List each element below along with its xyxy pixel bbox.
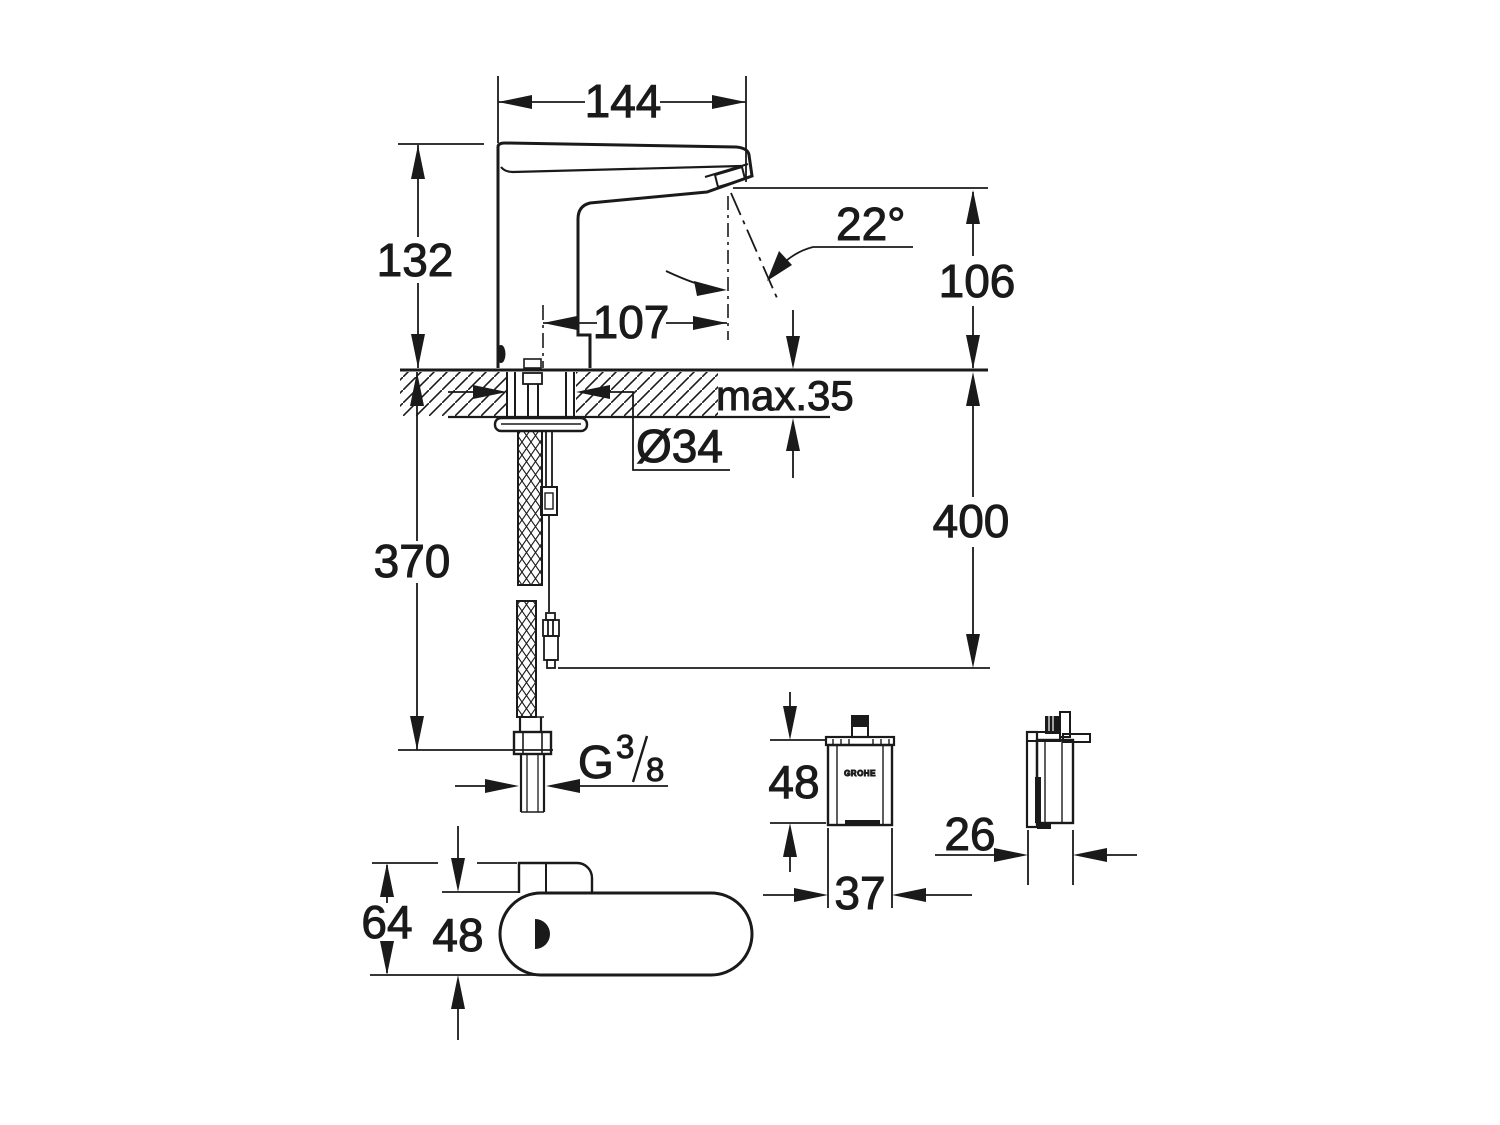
- dim-label-dia34: Ø34: [636, 420, 723, 472]
- angle-leader: [771, 246, 913, 277]
- supply-hose-and-cable: [512, 430, 560, 813]
- dim-label-37: 37: [834, 867, 885, 919]
- side-box-body: [1035, 738, 1075, 825]
- faucet-top-view: [498, 861, 754, 977]
- spray-angle-annotation: 22°: [665, 192, 913, 340]
- braided-hose-lower: [516, 600, 537, 718]
- dim-thread: G 3 8: [455, 728, 668, 793]
- mounting-shank: [506, 372, 575, 417]
- dim-label-107: 107: [593, 296, 670, 348]
- box-lid: [824, 735, 896, 747]
- dim-label-370: 370: [374, 535, 451, 587]
- dim-cable-length: 400: [558, 372, 1010, 669]
- thread-letter: G: [578, 736, 614, 788]
- angle-leader-arrow: [767, 251, 792, 281]
- dim-hose-length: 370: [373, 372, 553, 751]
- dim-box-height: 48: [768, 692, 826, 872]
- g38-connector: [512, 716, 553, 813]
- angle-arc-arrow: [694, 281, 727, 296]
- dim-label-48-box: 48: [768, 756, 819, 808]
- faucet-side-view: [496, 141, 754, 369]
- dim-label-22deg: 22°: [836, 198, 906, 250]
- dim-spout-reach: 144: [497, 75, 747, 182]
- sensor-cable: [540, 431, 558, 612]
- sensor-window: [496, 345, 506, 363]
- dim-outlet-height: 106: [733, 187, 1016, 369]
- control-box-front-view: GROHE: [824, 715, 896, 827]
- faucet-top-edge-line: [500, 164, 742, 174]
- control-box-side-view: [1025, 711, 1091, 829]
- dim-label-max35: max.35: [716, 372, 854, 419]
- dim-label-400: 400: [933, 495, 1010, 547]
- base-detail: [523, 358, 542, 369]
- faucet-outline: [496, 141, 754, 368]
- dim-label-132: 132: [377, 234, 454, 286]
- thread-numerator: 3: [616, 728, 634, 765]
- dim-label-26: 26: [944, 808, 995, 860]
- top-view-sensor: [535, 919, 550, 949]
- dim-deck-thickness: max.35: [716, 310, 854, 478]
- dim-top-view-width: 48: [432, 826, 520, 1040]
- dim-projection: 107: [542, 296, 727, 368]
- dim-label-106: 106: [939, 255, 1016, 307]
- brand-logo: GROHE: [844, 769, 876, 778]
- thread-denominator: 8: [646, 751, 664, 788]
- hex-nut: [512, 730, 553, 756]
- dim-top-view-depth: 64: [361, 862, 547, 976]
- dim-hole-diameter: Ø34: [448, 385, 730, 473]
- braided-hose-upper: [517, 430, 543, 586]
- dim-box-width: 37: [763, 828, 972, 920]
- dim-label-64: 64: [361, 896, 412, 948]
- aerator-outline: [704, 162, 749, 179]
- dim-label-48-top: 48: [432, 909, 483, 961]
- cable-plug: [542, 612, 560, 669]
- top-view-spout: [517, 861, 594, 893]
- dim-box-depth: 26: [935, 808, 1137, 885]
- dim-height-above-deck: 132: [376, 143, 484, 368]
- aerator-inner: [713, 165, 747, 189]
- stream-line: [730, 192, 778, 299]
- top-view-body: [498, 891, 754, 977]
- dim-label-144: 144: [585, 75, 662, 127]
